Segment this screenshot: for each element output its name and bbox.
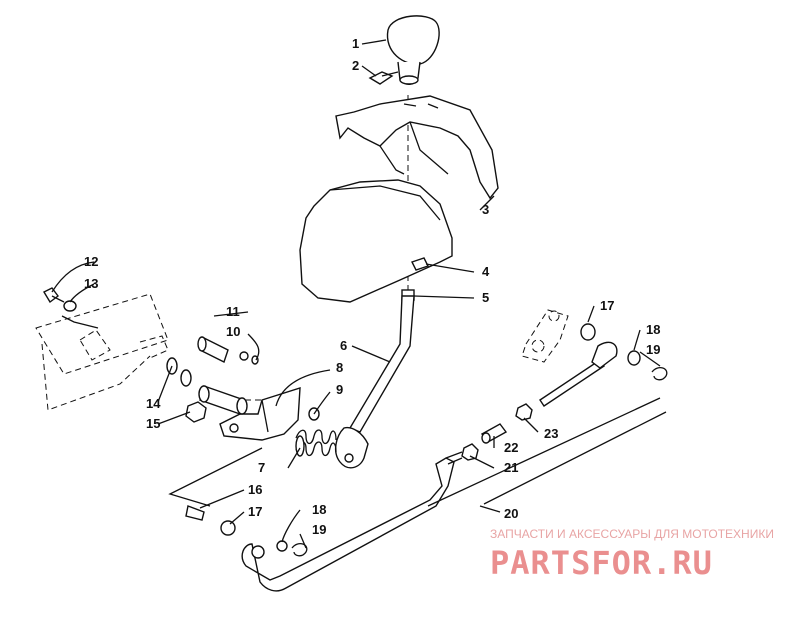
callout-5: 5 <box>482 290 489 305</box>
callout-7: 7 <box>258 460 265 475</box>
callout-10: 10 <box>226 324 240 339</box>
callout-18-lower: 18 <box>312 502 326 517</box>
callout-2: 2 <box>352 58 359 73</box>
callout-19-lower: 19 <box>312 522 326 537</box>
retaining-clip <box>239 351 249 361</box>
callout-19-right: 19 <box>646 342 660 357</box>
threaded-rod <box>539 341 618 407</box>
callout-3: 3 <box>482 202 489 217</box>
callout-15: 15 <box>146 416 160 431</box>
washer-small-lower <box>276 540 288 552</box>
watermark-logo: PARTSFOR.RU <box>490 544 713 582</box>
shift-cover <box>299 179 453 303</box>
transmission-linkage <box>521 309 569 363</box>
cotter-clip-lower <box>291 542 308 557</box>
callout-11: 11 <box>226 304 240 319</box>
callout-22: 22 <box>504 440 518 455</box>
bracket-leader <box>168 447 263 507</box>
rod-nut <box>461 443 479 461</box>
shift-lever <box>334 295 415 469</box>
callout-16: 16 <box>248 482 262 497</box>
callout-17-right: 17 <box>600 298 614 313</box>
frame-bolt <box>43 287 65 304</box>
callout-4: 4 <box>482 264 490 279</box>
spring <box>295 429 337 457</box>
shift-boot-upper <box>335 95 499 200</box>
callout-13: 13 <box>84 276 98 291</box>
callout-1: 1 <box>352 36 359 51</box>
frame-section <box>35 293 169 411</box>
retainer-clip <box>411 257 429 271</box>
callout-23: 23 <box>544 426 558 441</box>
pivot-bracket <box>219 387 301 441</box>
leader-lines <box>51 39 661 549</box>
callout-6: 6 <box>340 338 347 353</box>
pivot-pin <box>197 336 229 363</box>
shoulder-bolt <box>185 505 205 521</box>
callout-21: 21 <box>504 460 518 475</box>
rod-group-bracket <box>427 397 667 507</box>
callout-9: 9 <box>336 382 343 397</box>
pivot-nut <box>185 401 207 423</box>
shift-knob <box>386 15 440 85</box>
watermark-tagline: ЗАПЧАСТИ И АКСЕССУАРЫ ДЛЯ МОТОТЕХНИКИ <box>490 527 774 541</box>
knob-screw <box>368 71 399 85</box>
pivot-shaft <box>198 385 248 415</box>
callout-8: 8 <box>336 360 343 375</box>
washer-lower <box>220 520 236 536</box>
rod-end-nut <box>515 403 533 421</box>
washer-small-right <box>627 350 641 366</box>
cotter-clip-right <box>651 366 668 381</box>
shift-rod <box>241 451 463 592</box>
callout-18-right: 18 <box>646 322 660 337</box>
rod-sleeve <box>480 423 508 444</box>
o-ring-2 <box>180 369 192 387</box>
frame-washer <box>63 300 77 312</box>
washer-right <box>580 323 596 341</box>
callout-20: 20 <box>504 506 518 521</box>
callout-17-lower: 17 <box>248 504 262 519</box>
callout-12: 12 <box>84 254 98 269</box>
callout-14: 14 <box>146 396 161 411</box>
